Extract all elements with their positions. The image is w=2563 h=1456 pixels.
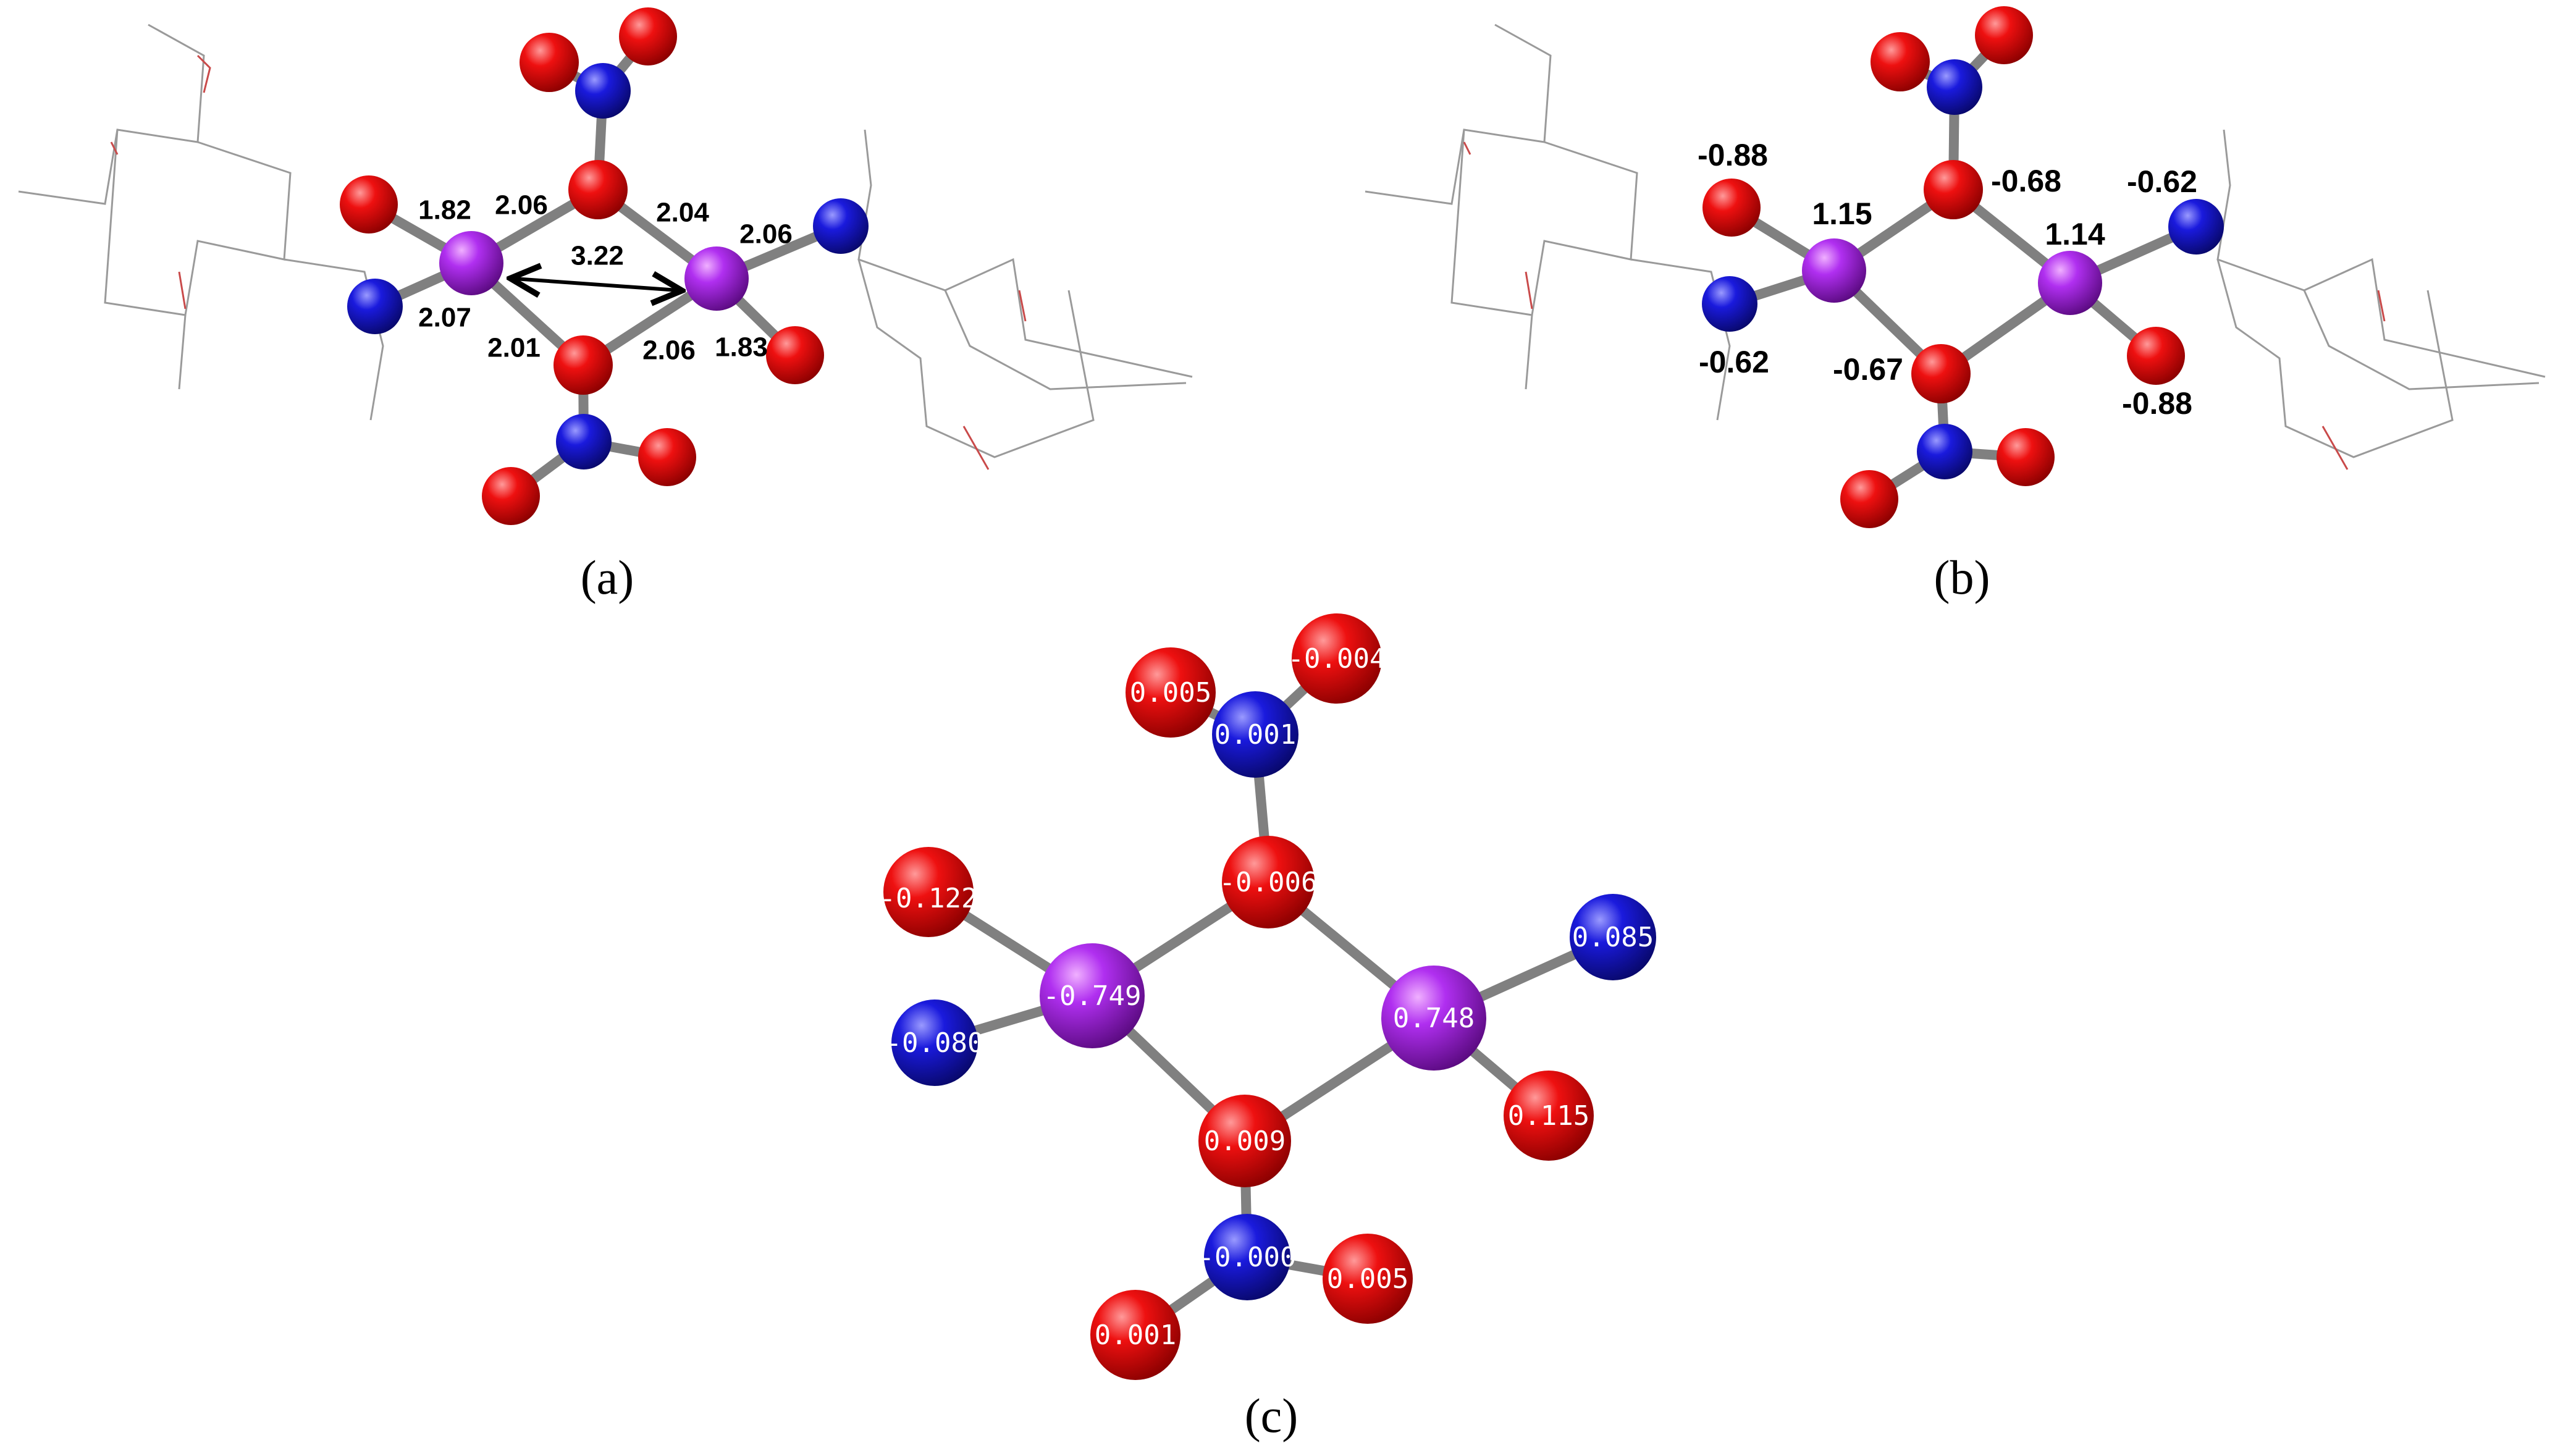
nitrogen-atom [813,198,869,254]
spin-label: -0.122 [880,883,978,914]
oxygen-atom [482,467,540,525]
metal-metal-distance-arrow [514,279,678,290]
metal-atom [1381,966,1486,1071]
panel-c-spin-labels: 0.005 -0.004 0.001 -0.006 -0.122 -0.749 … [880,643,1654,1351]
bridging-oxygen-atom [1911,344,1971,403]
panel-a-caption: (a) [581,550,634,604]
metal-atom [1040,943,1145,1048]
oxygen-atom [1871,32,1930,91]
spin-label: 0.115 [1508,1100,1589,1132]
distance-label: 3.22 [571,241,624,271]
nitrogen-atom [1927,59,1982,115]
distance-label: 2.06 [495,190,548,221]
bridging-oxygen-atom [1222,836,1315,928]
oxygen-atom [638,428,696,486]
panel-c-caption: (c) [1245,1389,1298,1442]
oxygen-atom [1292,613,1382,704]
nitrogen-atom [1702,276,1757,332]
oxygen-atom [1840,470,1898,528]
panel-a: 1.82 2.07 2.06 2.04 2.06 3.22 2.01 2.06 … [18,7,1193,604]
spin-label: 0.005 [1130,677,1211,709]
metal-atom [2038,251,2102,315]
charge-label: -0.88 [1698,138,1768,172]
oxygen-atom [2127,327,2185,385]
spin-label: 0.001 [1214,719,1296,751]
oxygen-atom [1975,6,2033,64]
panel-a-atoms [340,7,869,525]
panel-c-atoms [883,613,1656,1380]
charge-label: -0.67 [1833,352,1903,387]
spin-label: -0.004 [1288,643,1386,675]
panel-a-distance-labels: 1.82 2.07 2.06 2.04 2.06 3.22 2.01 2.06 … [418,190,793,366]
nitrogen-atom [1204,1214,1290,1300]
distance-label: 2.04 [656,198,709,228]
oxygen-atom [520,33,579,92]
panel-b-caption: (b) [1934,550,1990,604]
panel-b: -0.88 1.15 -0.62 -0.68 -0.67 1.14 -0.62 … [1365,6,2546,604]
spin-label: -0.000 [1198,1242,1297,1273]
oxygen-atom [1090,1290,1180,1380]
spin-label: 0.009 [1204,1126,1286,1157]
oxygen-atom [766,326,824,384]
metal-atom [684,246,749,311]
nitrogen-atom [1212,691,1298,778]
bridging-oxygen-atom [1924,160,1983,219]
charge-label: -0.88 [2122,386,2192,421]
oxygen-atom [340,175,398,234]
oxygen-atom [619,7,677,65]
nitrogen-atom [347,279,403,334]
distance-label: 1.82 [418,195,471,225]
nitrogen-atom [575,63,631,119]
nitrogen-atom [1570,894,1656,980]
nitrogen-atom [556,414,612,469]
oxygen-atom [1126,647,1216,738]
distance-label: 1.83 [715,332,768,363]
distance-label: 2.06 [642,335,696,366]
nitrogen-atom [891,999,978,1086]
spin-label: -0.749 [1043,980,1142,1012]
spin-label: 0.005 [1327,1263,1408,1295]
oxygen-atom [1997,428,2055,486]
spin-label: 0.001 [1095,1319,1176,1351]
oxygen-atom [1702,179,1761,237]
distance-label: 2.07 [418,303,471,333]
charge-label: -0.68 [1991,164,2061,198]
bridging-oxygen-atom [553,335,613,395]
spin-label: -0.006 [1219,867,1318,898]
spin-label: 0.085 [1572,922,1654,953]
oxygen-atom [1504,1071,1594,1161]
bridging-oxygen-atom [568,160,628,219]
panel-b-background-fragment [1365,23,2546,470]
oxygen-atom [1323,1234,1413,1324]
metal-atom [1802,238,1866,303]
spin-label: -0.080 [886,1027,984,1059]
bridging-oxygen-atom [1198,1095,1291,1187]
panel-a-background-fragment [18,23,1193,470]
nitrogen-atom [1917,424,1972,479]
oxygen-atom [883,847,974,937]
charge-label: 1.15 [1812,196,1872,231]
metal-atom [439,231,503,295]
distance-label: 2.06 [739,219,793,250]
panel-b-charge-labels: -0.88 1.15 -0.62 -0.68 -0.67 1.14 -0.62 … [1698,138,2197,421]
charge-label: -0.62 [1699,345,1769,379]
nitrogen-atom [2168,199,2224,255]
panel-c: 0.005 -0.004 0.001 -0.006 -0.122 -0.749 … [880,613,1656,1442]
spin-label: 0.748 [1393,1003,1475,1034]
charge-label: -0.62 [2127,164,2197,199]
panel-b-atoms [1702,6,2224,528]
distance-label: 2.01 [487,333,541,363]
charge-label: 1.14 [2045,217,2105,251]
